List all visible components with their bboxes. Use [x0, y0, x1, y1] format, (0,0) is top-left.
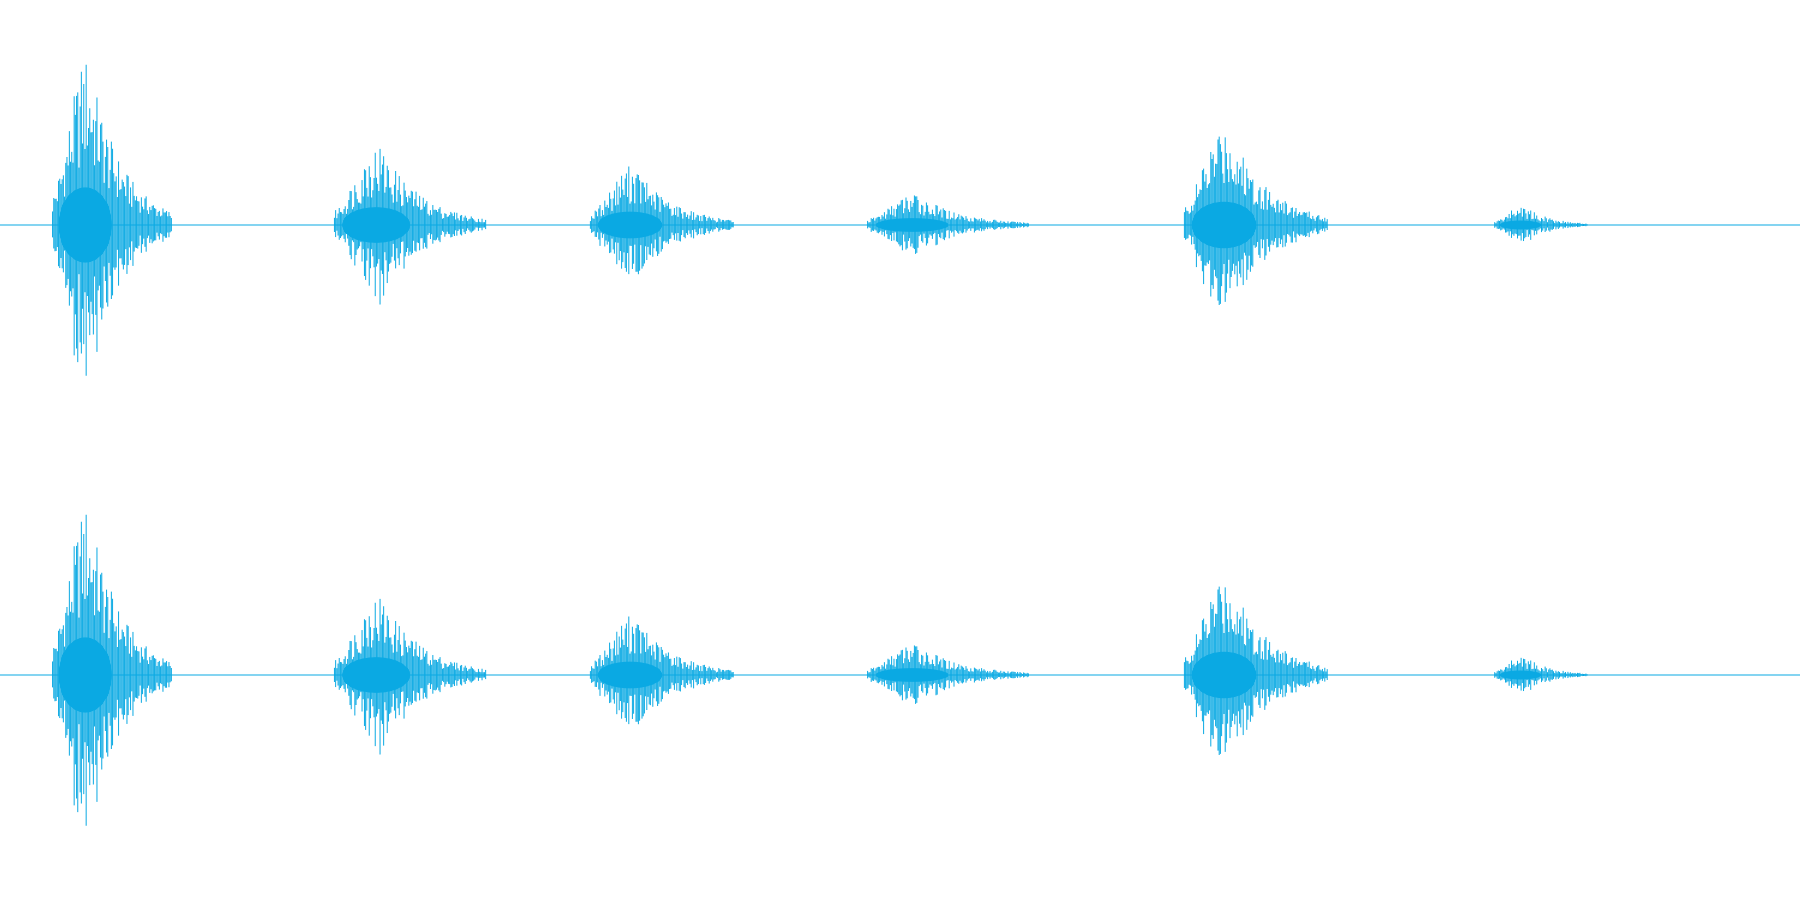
waveform-left-burst-core-1 — [342, 207, 411, 243]
waveform-left-bursts — [52, 64, 1588, 376]
waveform-right-burst-core-5 — [1499, 670, 1542, 680]
waveform-left-burst-core-4 — [1191, 201, 1257, 249]
waveform-left-svg — [0, 64, 1800, 376]
waveform-left-burst-core-2 — [597, 211, 663, 239]
waveform-right-burst-core-0 — [58, 637, 112, 713]
waveform-channel-right[interactable] — [0, 450, 1800, 900]
waveform-right-bursts — [52, 514, 1588, 826]
waveform-left-burst-core-0 — [58, 187, 112, 263]
waveform-right-burst-core-3 — [875, 668, 949, 682]
waveform-right-burst-core-2 — [597, 661, 663, 689]
waveform-right-burst-core-4 — [1191, 651, 1257, 699]
waveform-channel-left[interactable] — [0, 0, 1800, 450]
waveform-right-svg — [0, 514, 1800, 826]
waveform-left-burst-core-3 — [875, 218, 949, 232]
waveform-left-burst-core-5 — [1499, 220, 1542, 230]
waveform-right-burst-core-1 — [342, 657, 411, 693]
